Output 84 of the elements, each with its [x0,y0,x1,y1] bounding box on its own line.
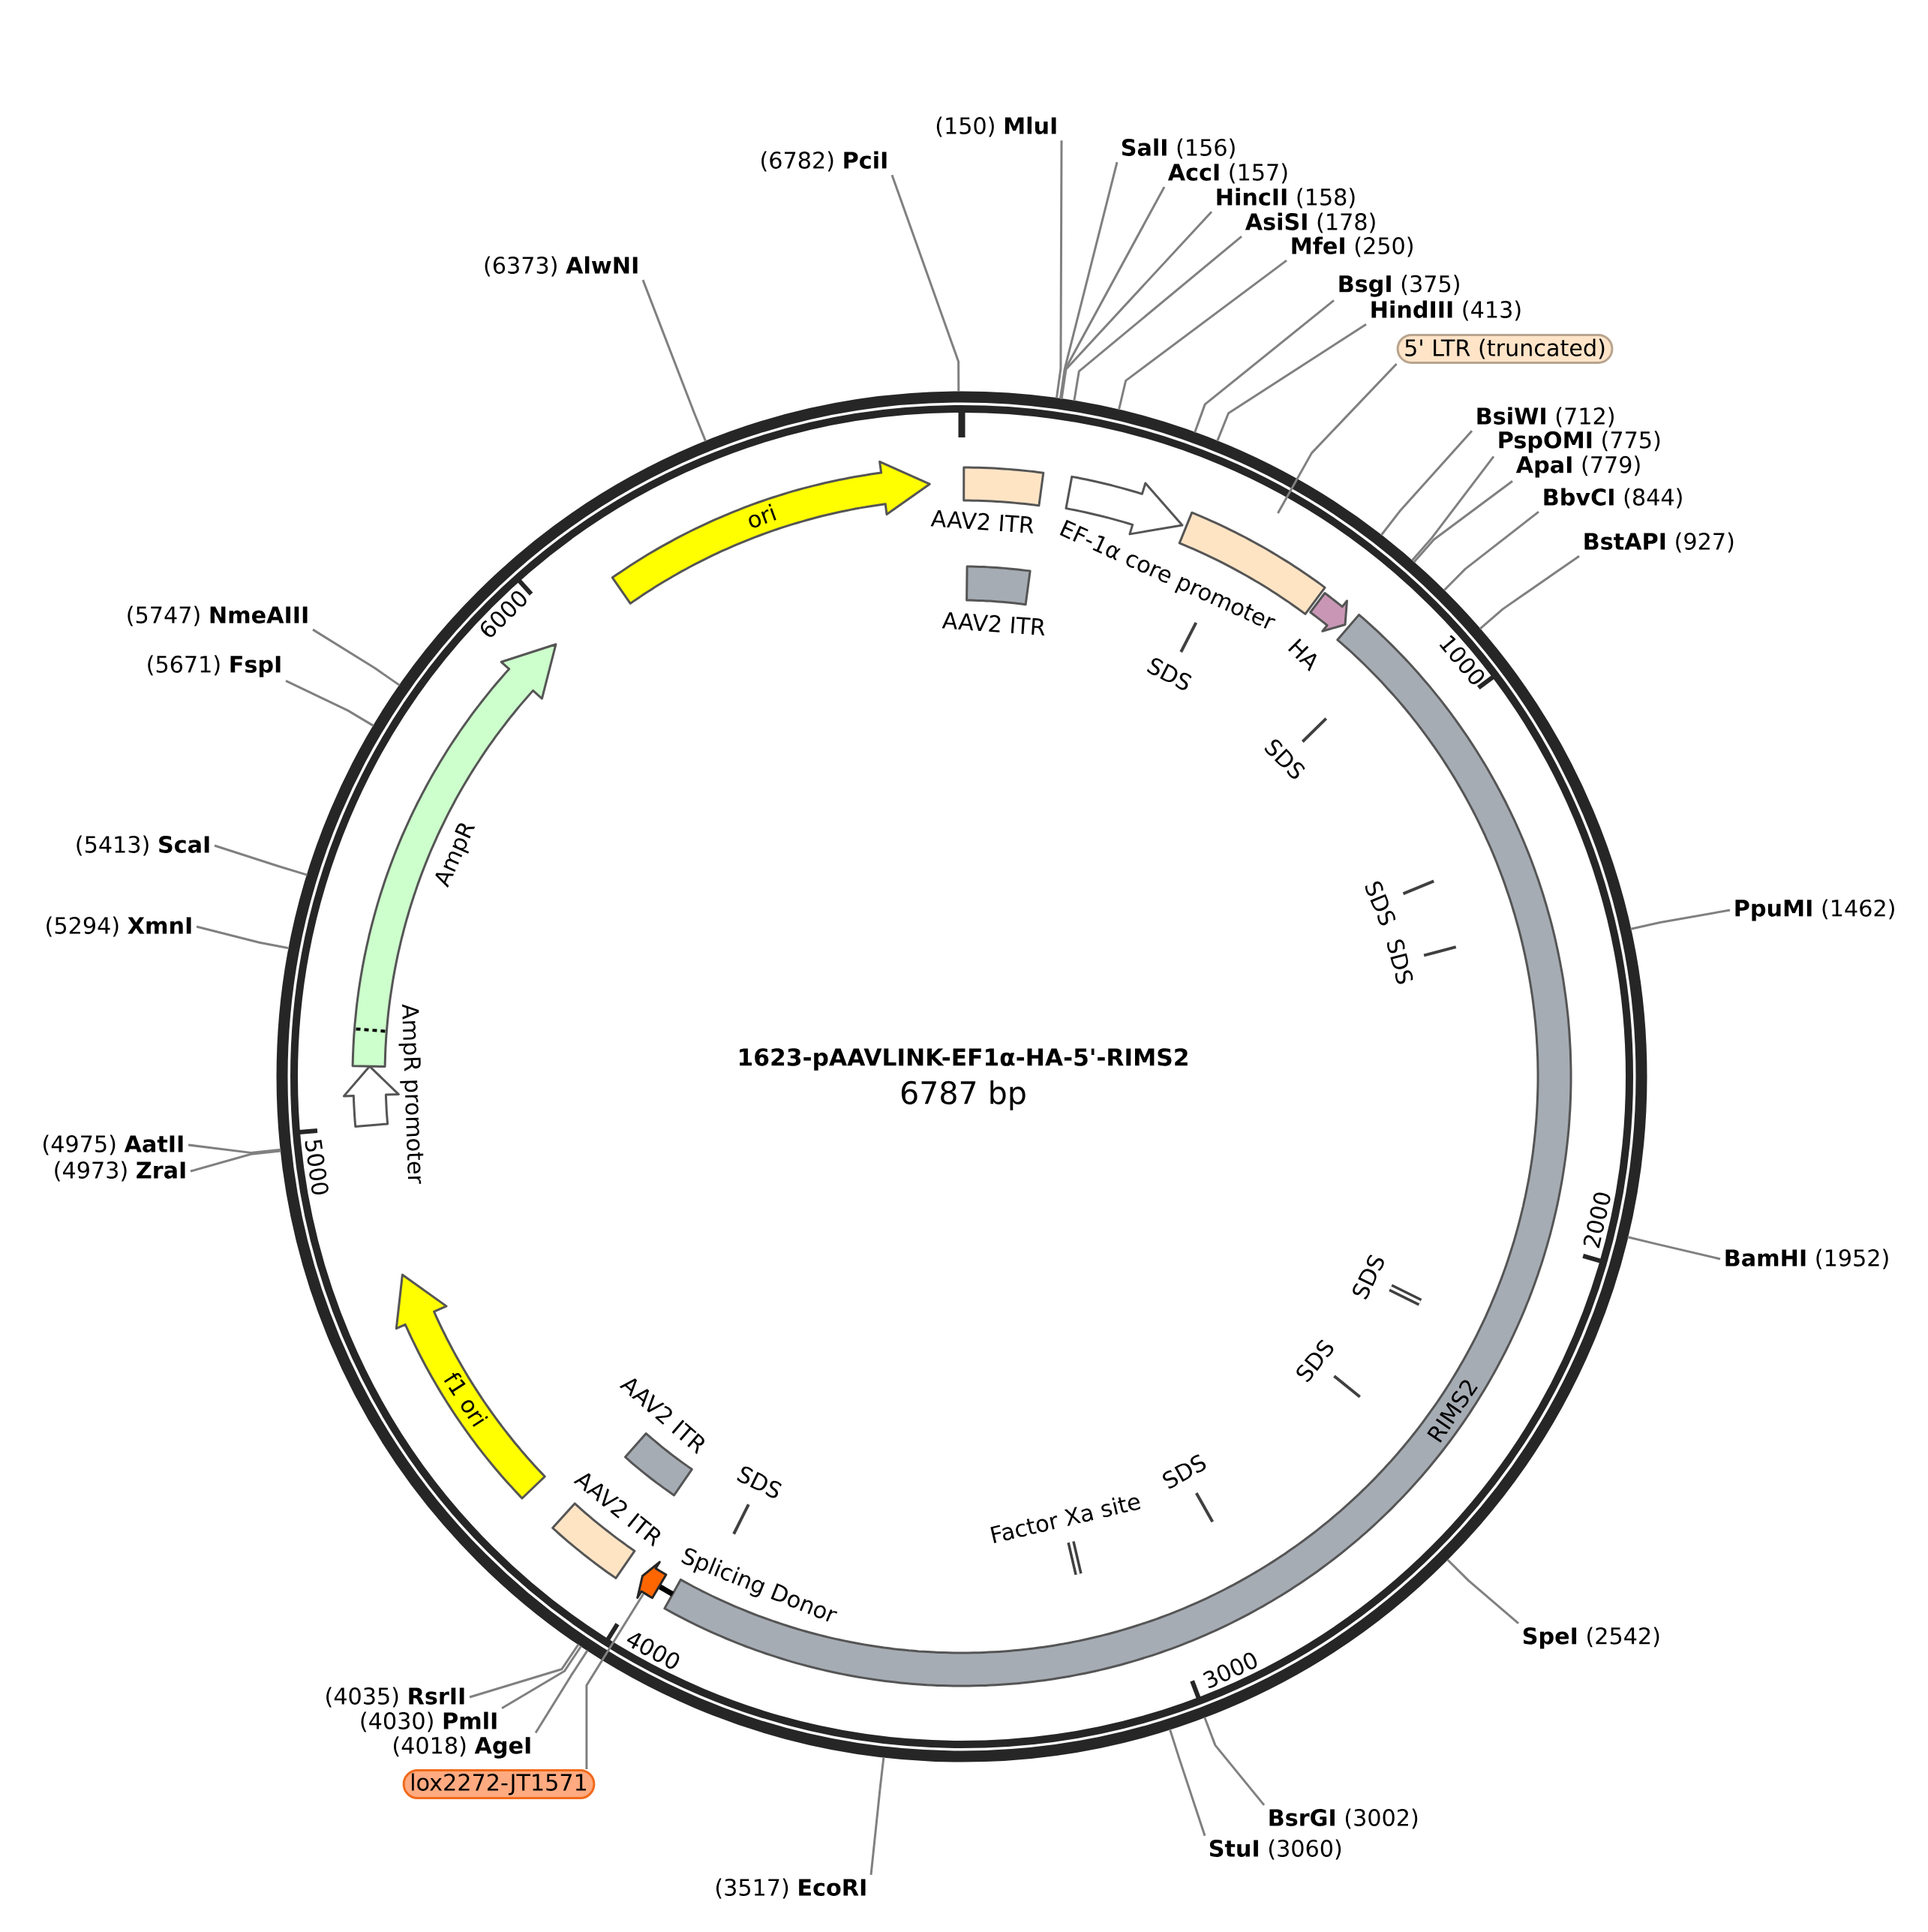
feature-label: ori [749,503,776,528]
feature-label: SDS [1163,1454,1206,1489]
leader-line [1380,430,1473,536]
leader-line [1479,554,1580,630]
leader-line [312,628,401,687]
enzyme-label: PpuMI (1462) [1735,899,1894,921]
leader-line [534,1649,589,1734]
tick-label: 3000 [1203,1652,1257,1689]
enzyme-label: BsrGI (3002) [1269,1808,1418,1829]
leader-line [501,1645,582,1710]
enzyme-label: MfeI (250) [1292,236,1413,257]
feature-label: SDS [1353,1254,1384,1300]
leader-line [190,1149,281,1173]
plasmid-name: 1623-pAAVLINK-EF1α-HA-5'-RIMS2 [740,1048,1188,1071]
feature-block [636,1561,668,1600]
leader-line [1413,480,1513,563]
enzyme-label: (4973) ZraI [55,1161,185,1182]
leader-line [1411,455,1495,562]
enzyme-label: BbvCI (844) [1544,488,1682,509]
feature-label: SDS [1146,658,1192,690]
leader-line [1194,299,1335,433]
enzyme-label: StuI (3060) [1209,1839,1341,1860]
enzyme-label: (4030) PmlI [361,1711,497,1732]
leader-line [869,1756,885,1875]
enzyme-label: (4035) RsrII [326,1687,464,1708]
enzyme-label: BsiWI (712) [1477,407,1614,428]
leader-line [1055,140,1063,398]
enzyme-label: (6373) AlwNI [485,256,638,277]
enzyme-label: ApaI (779) [1515,455,1640,478]
enzyme-label: (4018) AgeI [394,1736,530,1759]
enzyme-label: (5413) ScaI [77,835,209,856]
enzyme-label: AccI (157) [1167,163,1287,184]
feature-label: AAV2 ITR [930,510,1034,533]
plasmid-size: 6787 bp [901,1080,1026,1110]
enzyme-label: SalI (156) [1122,138,1235,159]
leader-line [1443,510,1539,591]
leader-line [1446,1558,1519,1624]
enzyme-label: BamHI (1952) [1725,1248,1888,1269]
leader-line [469,1643,580,1699]
enzyme-label: (5671) FspI [148,655,281,678]
feature-tag: 5' LTR (truncated) [1396,334,1614,364]
leader-line [1277,362,1398,514]
enzyme-label: AsiSI (178) [1245,212,1375,233]
leader-line [1627,1236,1721,1260]
leader-line [196,925,290,950]
feature-label: f1 ori [443,1372,488,1427]
enzyme-label: (3517) EcoRI [716,1878,866,1899]
feature-label: SDS [1387,939,1413,984]
tick-label: 4000 [626,1633,680,1669]
feature-label: AAV2 ITR [941,612,1045,635]
enzyme-label: HincII (158) [1217,188,1355,209]
leader-line [585,1593,644,1769]
tick-label: 5000 [305,1140,329,1194]
enzyme-label: (150) MluI [936,116,1056,137]
enzyme-label: (5294) XmnI [47,916,191,937]
feature-label: SDS [1365,881,1396,926]
enzyme-label: SpeI (2542) [1523,1627,1659,1649]
tick-label: 2000 [1583,1192,1611,1248]
enzyme-label: (5747) NmeAIII [128,605,308,626]
leader-line [188,1143,281,1154]
feature-tag: lox2272-JT1571 [402,1769,596,1799]
feature-label: SDS [737,1466,782,1498]
enzyme-label: (6782) PciI [761,151,887,172]
feature-label: AmpR promoter [398,1004,424,1184]
enzyme-label: BstAPI (927) [1584,532,1734,553]
leader-line [1169,1729,1206,1837]
leader-line [1060,211,1213,399]
leader-line [1203,1717,1266,1806]
leader-line [214,844,308,876]
enzyme-label: HindIII (413) [1371,300,1521,321]
enzyme-label: PspOMI (775) [1499,431,1660,453]
leader-line [1216,323,1367,442]
feature-label: HA [1288,638,1317,672]
leader-line [1630,909,1731,930]
enzyme-label: BsgI (375) [1339,275,1459,297]
leader-line [285,679,374,727]
leader-line [890,174,960,392]
leader-line [1073,236,1242,401]
leader-line [1059,186,1166,399]
leader-line [1059,161,1119,399]
leader-line [641,279,707,442]
feature-label: Factor Xa site [990,1497,1141,1543]
leader-line [1117,259,1287,410]
enzyme-label: (4975) AatII [44,1134,183,1155]
